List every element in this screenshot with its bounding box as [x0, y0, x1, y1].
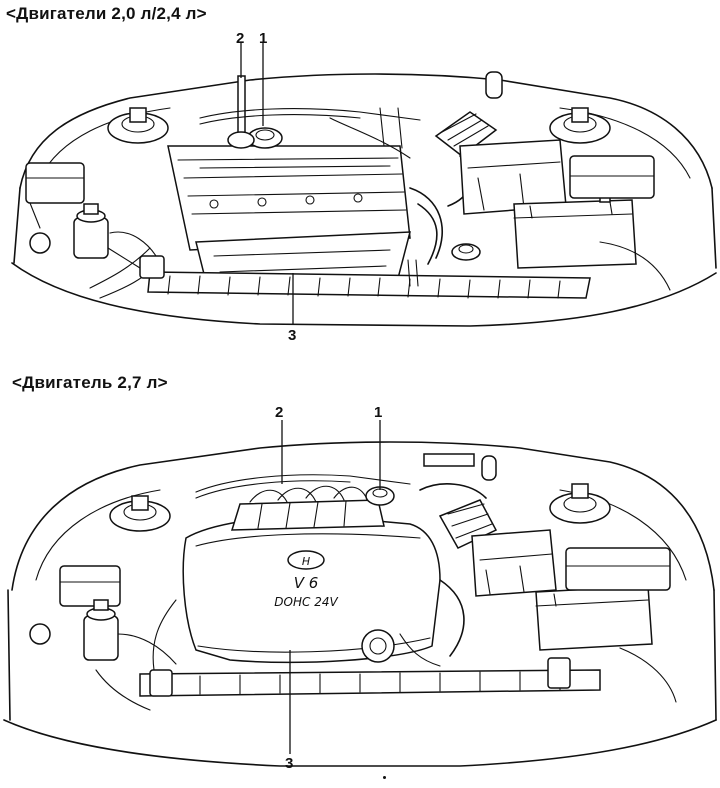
- engine-bay-diagram-2-7: H V 6 DOHC 24V: [0, 420, 720, 770]
- callout-2-harness: 2: [275, 404, 284, 421]
- cover-text-dohc: DOHC 24V: [274, 595, 338, 609]
- radiator-cap: [362, 630, 394, 662]
- engine-cover: H V 6 DOHC 24V: [183, 486, 440, 662]
- callout-3-engine-cover: 3: [285, 755, 294, 772]
- section-title-engine-2-7: <Двигатель 2,7 л>: [12, 373, 168, 392]
- callout-2-dipstick: 2: [236, 30, 245, 47]
- air-filter-housing: [472, 530, 556, 596]
- cylinder-head: [168, 146, 410, 250]
- right-strut-tower: [550, 484, 610, 523]
- right-strut-tower: [550, 108, 610, 143]
- radiator-support: [148, 272, 590, 298]
- battery: [536, 586, 652, 650]
- section-title-engine-2-0-2-4: <Двигатели 2,0 л/2,4 л>: [6, 4, 207, 23]
- callout-1-oil-filler: 1: [374, 404, 383, 421]
- hyundai-logo: H: [302, 555, 310, 568]
- brake-fluid-reservoir: [84, 600, 118, 660]
- callout-3-manifold: 3: [288, 327, 297, 344]
- cover-text-v6: V 6: [294, 574, 319, 592]
- stray-dot: [383, 776, 386, 779]
- left-strut-tower: [108, 108, 168, 143]
- left-strut-tower: [110, 496, 170, 531]
- engine-bay-diagram-2-0-2-4: [0, 28, 720, 350]
- battery: [514, 194, 636, 268]
- brake-fluid-reservoir: [74, 204, 108, 258]
- radiator-cap: [452, 244, 480, 260]
- callout-1-oil-filler: 1: [259, 30, 268, 47]
- oil-filler-cap: [248, 128, 282, 148]
- radiator-support: [140, 670, 600, 696]
